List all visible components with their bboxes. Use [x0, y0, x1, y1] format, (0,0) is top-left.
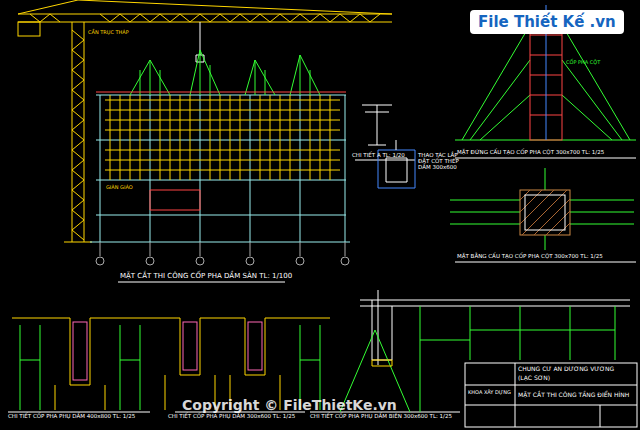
rebar-detail: [378, 140, 415, 188]
drawing-label: MẶT CẮT THI CÔNG CỐP PHA DẦM SÀN TL: 1/1…: [120, 273, 292, 281]
building-frame: [90, 95, 350, 242]
drawing-label: CHUNG CƯ AN DƯƠNG VƯƠNG: [518, 366, 614, 373]
drawing-label: THAO TÁC LẮP ĐẶT CỐT THÉP DẦM 300x600: [418, 152, 464, 170]
drawing-label: (LẠC SƠN): [518, 375, 550, 382]
drawing-label: MẶT BẰNG CẤU TẠO CỐP PHA CỘT 300x700 TL:…: [457, 253, 603, 259]
drawing-label: KHOA XÂY DỰNG: [468, 390, 511, 396]
drawing-label: MẶT CẮT THI CÔNG TẦNG ĐIỂN HÌNH: [518, 392, 629, 399]
slab-line: [96, 92, 346, 210]
edge-beam-detail: [360, 290, 630, 365]
logo-box: File Thiết Kế .vn: [470, 10, 624, 34]
drawing-label: Copyright © FileThietKe.vn: [182, 398, 397, 413]
drawing-label: CẦN TRỤC THÁP: [88, 30, 129, 36]
tower-crane: [18, 0, 392, 242]
beam-details: [12, 318, 330, 410]
drawing-label: MẶT ĐỨNG CẤU TẠO CỐP PHA CỘT 300x700 TL:…: [457, 149, 604, 155]
detail-a: [362, 105, 392, 145]
drawing-label: GIÀN GIÁO: [106, 185, 133, 191]
formwork-top: [130, 50, 320, 95]
beam-rebar: [73, 322, 262, 380]
title-block: [465, 363, 637, 427]
drawing-label: CỐP PHA CỘT: [566, 60, 600, 66]
grid-axes: [96, 242, 349, 265]
logo-text: File Thiết Kế .vn: [478, 13, 616, 31]
drawing-label: CHI TIẾT A TL: 1/20: [352, 152, 405, 158]
drawing-label: CHI TIẾT CỐP PHA PHỤ DẦM 400x800 TL: 1/2…: [8, 413, 135, 419]
drawing-label: CHI TIẾT CỐP PHA PHỤ DẦM BIÊN 300x600 TL…: [310, 413, 452, 419]
column-section: [520, 190, 570, 235]
drawing-label: CHI TIẾT CỐP PHA PHỤ DẦM 300x600 TL: 1/2…: [168, 413, 295, 419]
column-plan: [450, 168, 634, 250]
scaffolding: [105, 95, 340, 180]
